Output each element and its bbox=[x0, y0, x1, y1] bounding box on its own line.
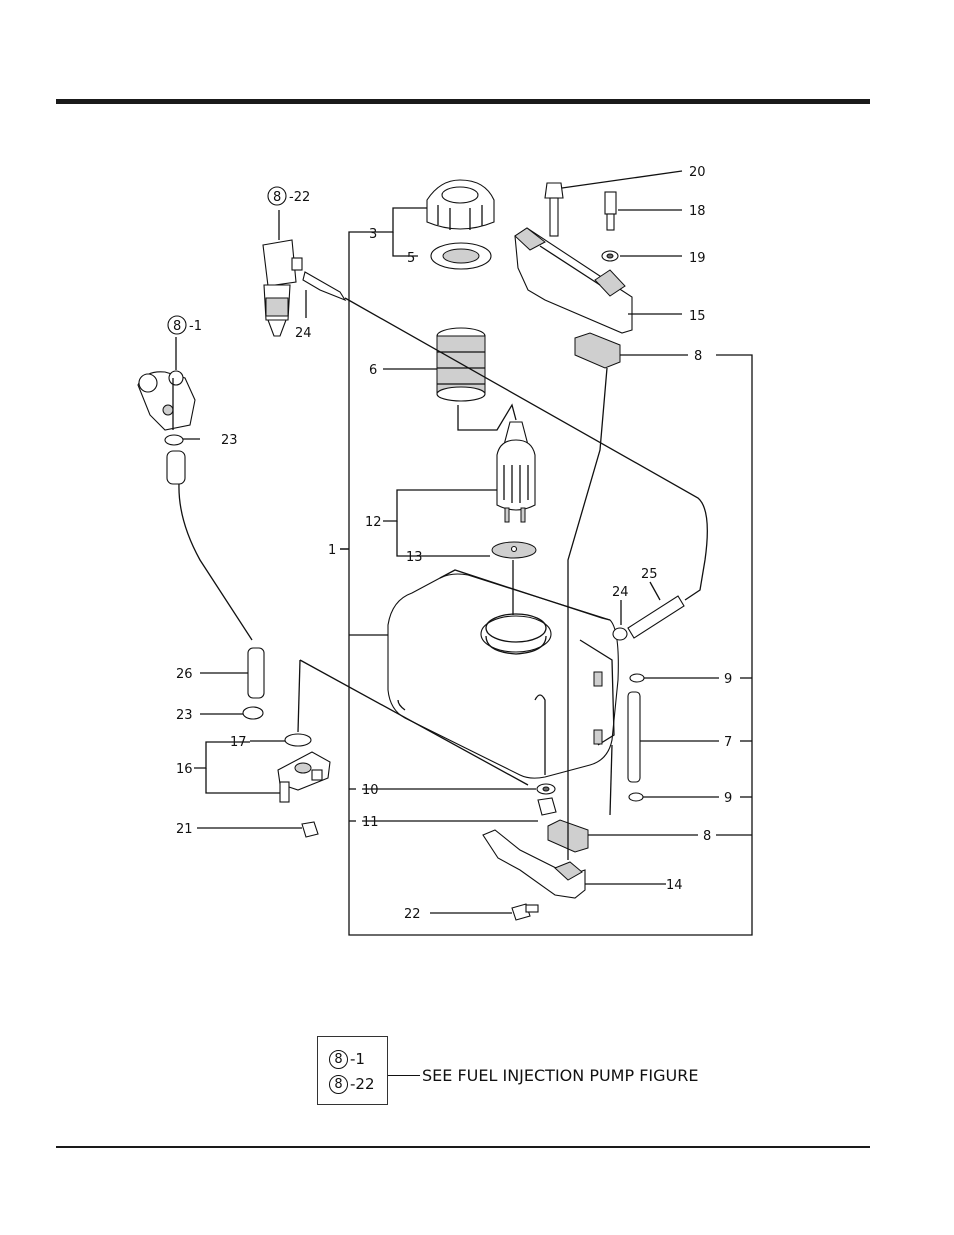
leader-lines bbox=[176, 171, 752, 913]
clip-9-upper bbox=[630, 674, 644, 682]
tank-cap bbox=[427, 180, 494, 230]
label-23-lower: 23 bbox=[176, 708, 193, 723]
breather-hose-7 bbox=[628, 692, 640, 782]
stud-18 bbox=[605, 192, 616, 230]
ref-8-22-suffix: -22 bbox=[289, 190, 310, 205]
label-26: 26 bbox=[176, 667, 193, 682]
filter-gasket bbox=[492, 542, 536, 558]
ref-callout-8-1: 8 -1 bbox=[168, 316, 202, 334]
fuel-tank bbox=[388, 570, 618, 778]
label-12: 12 bbox=[365, 515, 382, 530]
hose-clip-upper bbox=[165, 435, 183, 445]
legend-box: 8 -1 8 -22 bbox=[317, 1036, 388, 1105]
ref-callout-8-22: 8 -22 bbox=[268, 187, 310, 205]
o-ring-17 bbox=[285, 734, 311, 746]
legend-leader bbox=[388, 1075, 420, 1076]
label-3: 3 bbox=[369, 227, 377, 242]
bolt-22 bbox=[512, 904, 538, 920]
nut-21 bbox=[302, 822, 318, 837]
callout-labels: 1 3 5 6 12 13 20 18 19 15 8 24 23 25 24 … bbox=[176, 165, 732, 922]
label-14: 14 bbox=[666, 878, 683, 893]
cap-gasket bbox=[431, 243, 491, 269]
label-23-upper: 23 bbox=[221, 433, 238, 448]
frame-bracket bbox=[340, 232, 752, 935]
legend-circle-1: 8 bbox=[329, 1050, 348, 1069]
washer-19 bbox=[602, 251, 618, 261]
label-25: 25 bbox=[641, 567, 658, 582]
label-15: 15 bbox=[689, 309, 706, 324]
legend-row-8-22: 8 -22 bbox=[329, 1073, 375, 1095]
label-5: 5 bbox=[407, 251, 415, 266]
label-13: 13 bbox=[406, 550, 423, 565]
fuel-cock bbox=[278, 752, 330, 802]
label-24-upper: 24 bbox=[295, 326, 312, 341]
legend-row-8-1: 8 -1 bbox=[329, 1048, 365, 1070]
label-9-upper: 9 bbox=[724, 672, 732, 687]
legend-circle-2: 8 bbox=[329, 1075, 348, 1094]
legend-suffix-2: -22 bbox=[350, 1075, 375, 1093]
ref-8-22-num: 8 bbox=[273, 190, 281, 205]
label-11: 11 bbox=[362, 815, 379, 830]
label-18: 18 bbox=[689, 204, 706, 219]
fuel-hose-pump bbox=[167, 451, 185, 484]
clip-9-lower bbox=[629, 793, 643, 801]
drain-plug bbox=[538, 798, 556, 815]
hose-clip-lower bbox=[243, 707, 263, 719]
ref-8-1-num: 8 bbox=[173, 319, 181, 334]
label-16: 16 bbox=[176, 762, 193, 777]
return-hose-25 bbox=[628, 596, 684, 638]
legend-suffix-1: -1 bbox=[350, 1050, 365, 1068]
label-22: 22 bbox=[404, 907, 421, 922]
label-24-lower: 24 bbox=[612, 585, 629, 600]
label-10: 10 bbox=[362, 783, 379, 798]
label-17: 17 bbox=[230, 735, 247, 750]
label-9-lower: 9 bbox=[724, 791, 732, 806]
fuel-filter bbox=[497, 422, 535, 522]
legend-text: SEE FUEL INJECTION PUMP FIGURE bbox=[422, 1066, 698, 1085]
hose-clip-24 bbox=[613, 628, 627, 640]
upper-tank-bracket bbox=[515, 228, 632, 333]
fuel-feed-pump bbox=[138, 371, 195, 430]
label-1: 1 bbox=[328, 543, 336, 558]
label-6: 6 bbox=[369, 363, 377, 378]
strainer-mesh bbox=[437, 328, 485, 401]
label-7: 7 bbox=[724, 735, 732, 750]
footer-rule bbox=[56, 1146, 870, 1148]
fuel-hose-26 bbox=[248, 648, 264, 698]
drain-washer bbox=[537, 784, 555, 794]
rubber-cushion-upper bbox=[575, 333, 620, 368]
label-8-lower: 8 bbox=[703, 829, 711, 844]
injection-nozzle bbox=[263, 240, 345, 336]
label-19: 19 bbox=[689, 251, 706, 266]
bolt-20 bbox=[545, 183, 563, 236]
ref-8-1-suffix: -1 bbox=[189, 319, 202, 334]
label-20: 20 bbox=[689, 165, 706, 180]
label-8-upper: 8 bbox=[694, 349, 702, 364]
label-21: 21 bbox=[176, 822, 193, 837]
